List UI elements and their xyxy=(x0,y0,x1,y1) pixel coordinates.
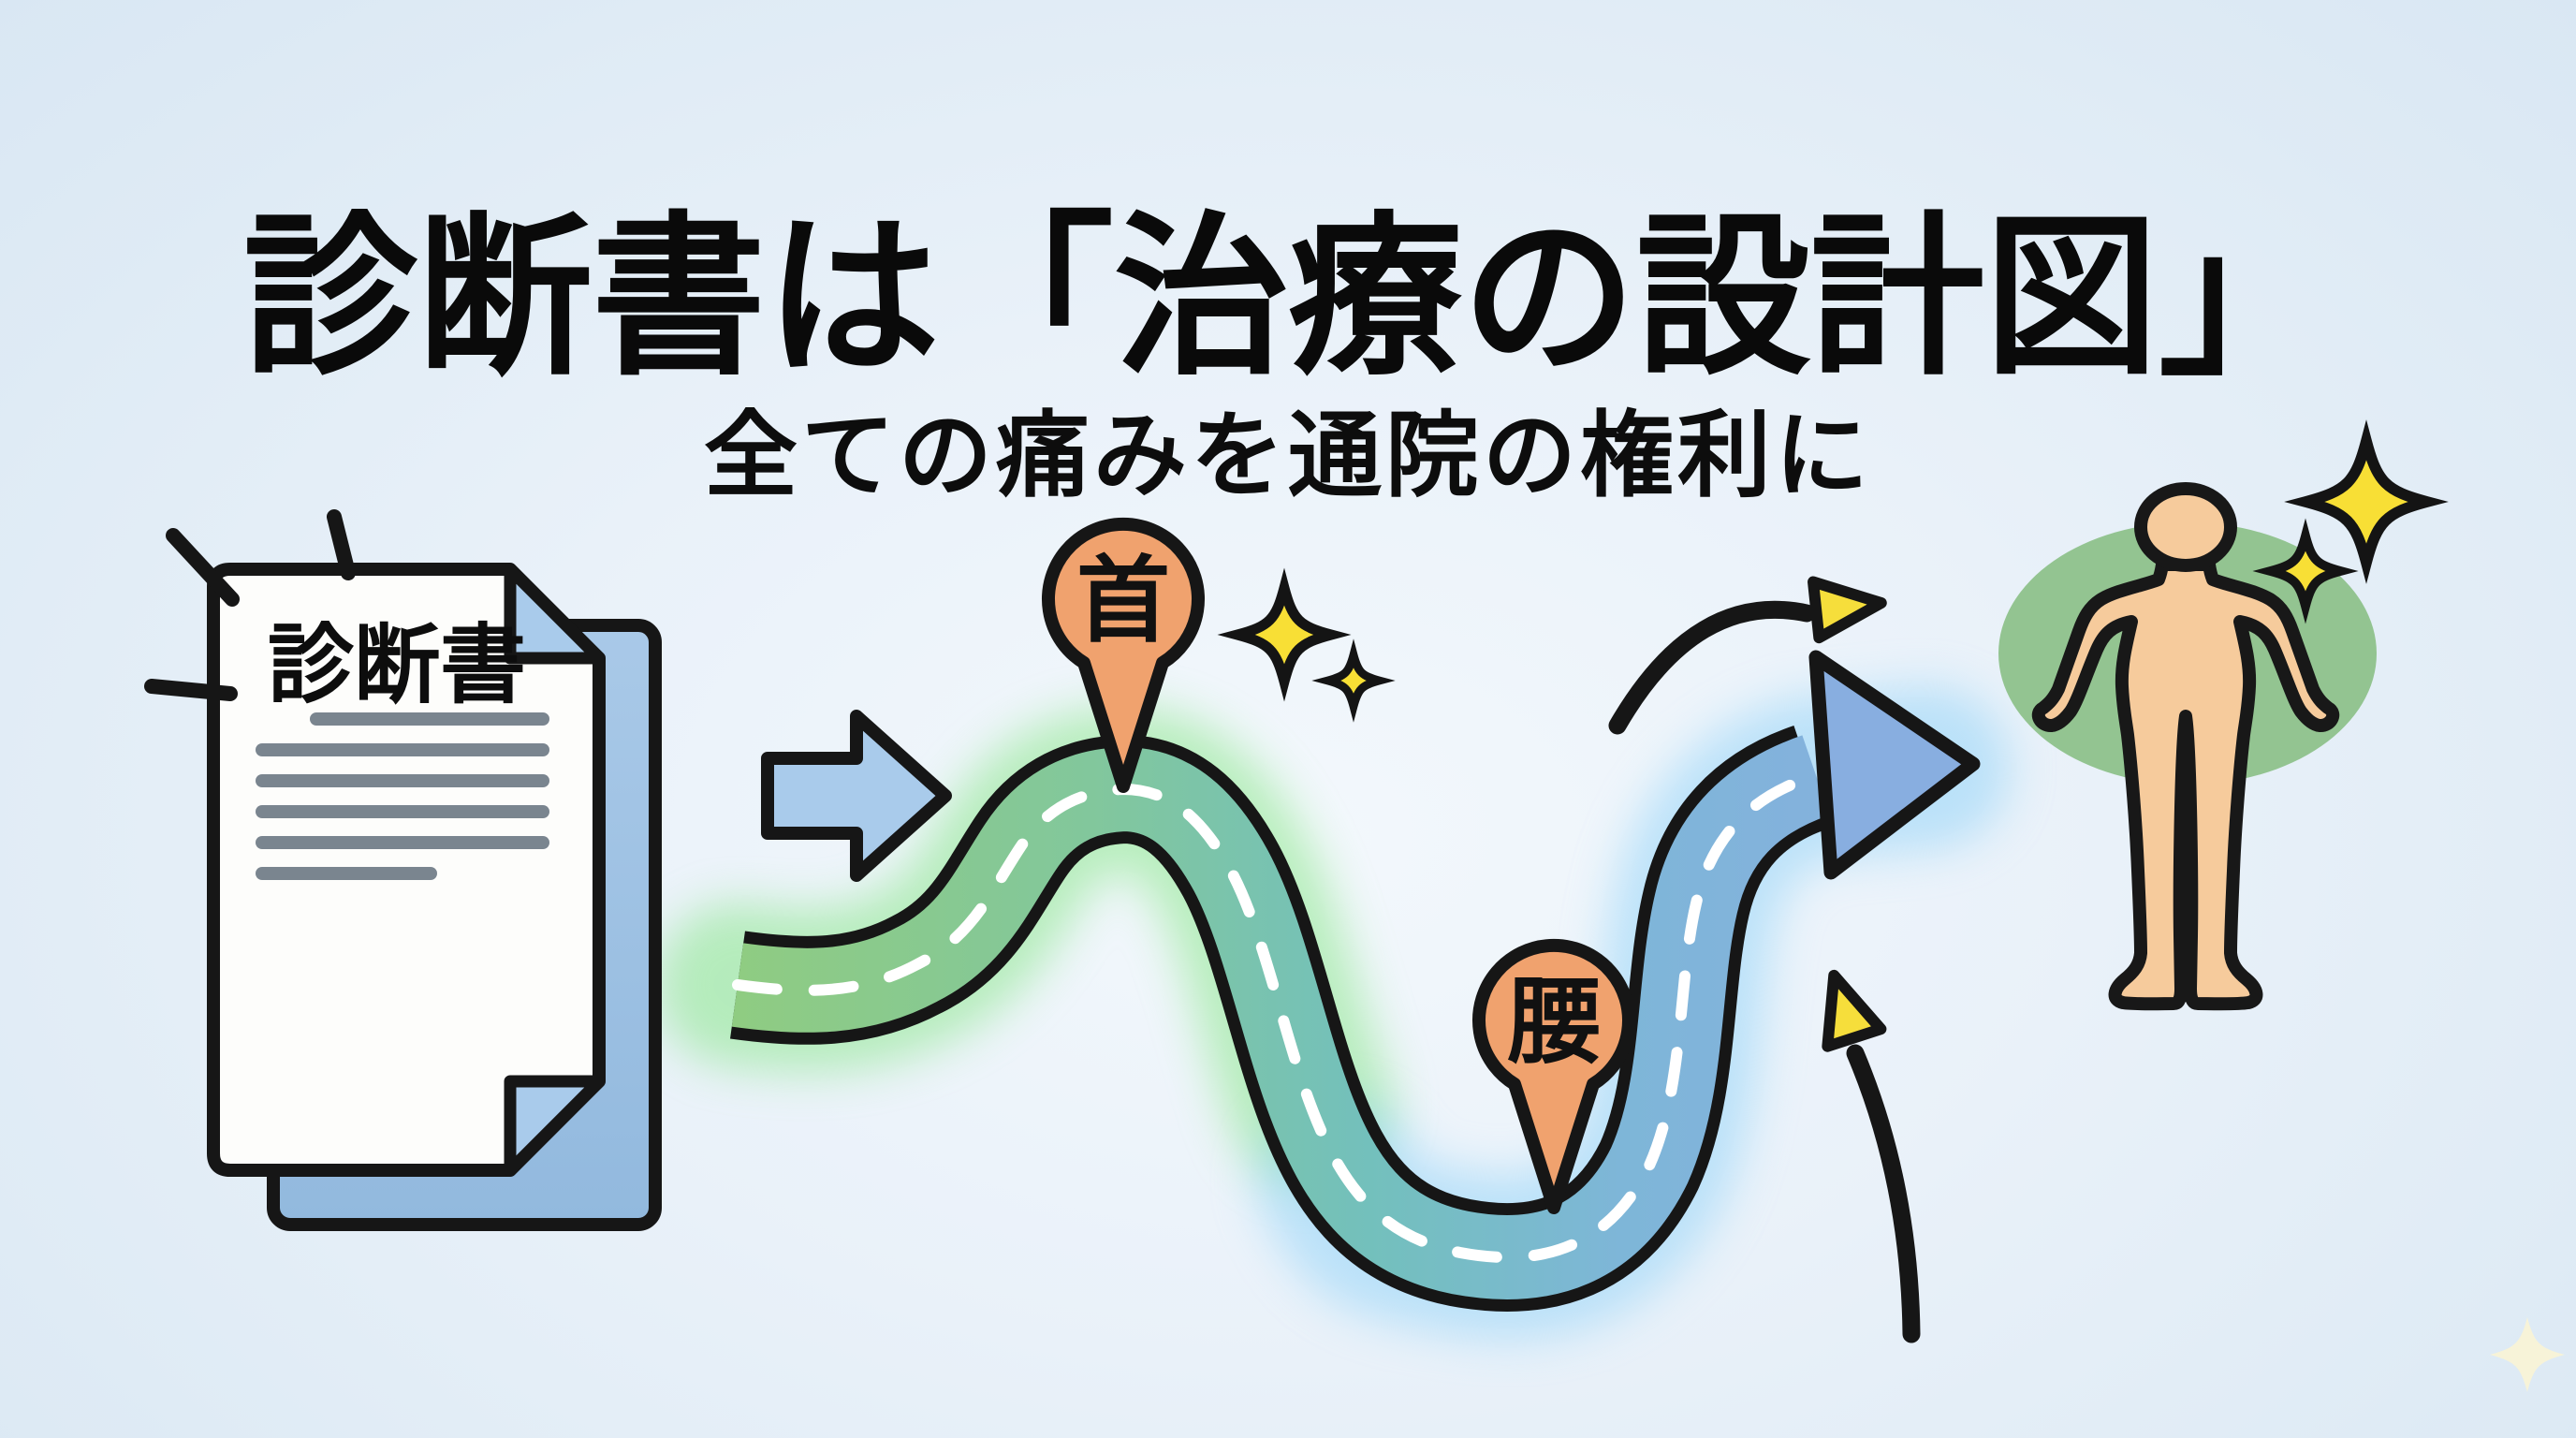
person-head xyxy=(2134,482,2237,572)
person-icon xyxy=(2031,482,2340,1011)
page-title: 診断書は「治療の設計図」 xyxy=(242,200,2333,395)
pin-neck-body xyxy=(1042,517,1205,793)
sparkle-icon xyxy=(1237,588,1331,682)
pin-waist-body xyxy=(1472,938,1635,1214)
road-center-dashes xyxy=(732,773,1812,1263)
road-end-arrowhead xyxy=(1808,650,1981,880)
page-subtitle: 全ての痛みを通院の権利に xyxy=(704,404,1872,508)
pin-waist: 腰 xyxy=(1472,938,1635,1214)
sparkle-faint-icon xyxy=(2490,1317,2565,1392)
pin-neck: 首 xyxy=(1042,517,1205,793)
pin-neck-label: 首 xyxy=(1076,549,1170,653)
document-fold-bottom-icon xyxy=(504,1075,606,1177)
person-body xyxy=(2031,558,2340,1011)
emphasis-marks-icon xyxy=(144,509,356,701)
sparkle-icon xyxy=(2305,441,2427,563)
pin-waist-label: 腰 xyxy=(1507,970,1601,1075)
document-title: 診断書 xyxy=(268,618,526,713)
document-text-lines xyxy=(256,712,549,880)
curved-arrow-bottom-icon xyxy=(1808,967,1921,1343)
right-arrow-icon xyxy=(761,710,952,882)
document-fold-top-icon xyxy=(504,563,606,665)
curved-arrow-top-icon xyxy=(1608,575,1884,735)
treatment-road xyxy=(730,650,1981,1312)
sparkle-icon xyxy=(1328,655,1380,707)
document-icon: 診断書 xyxy=(207,563,662,1231)
